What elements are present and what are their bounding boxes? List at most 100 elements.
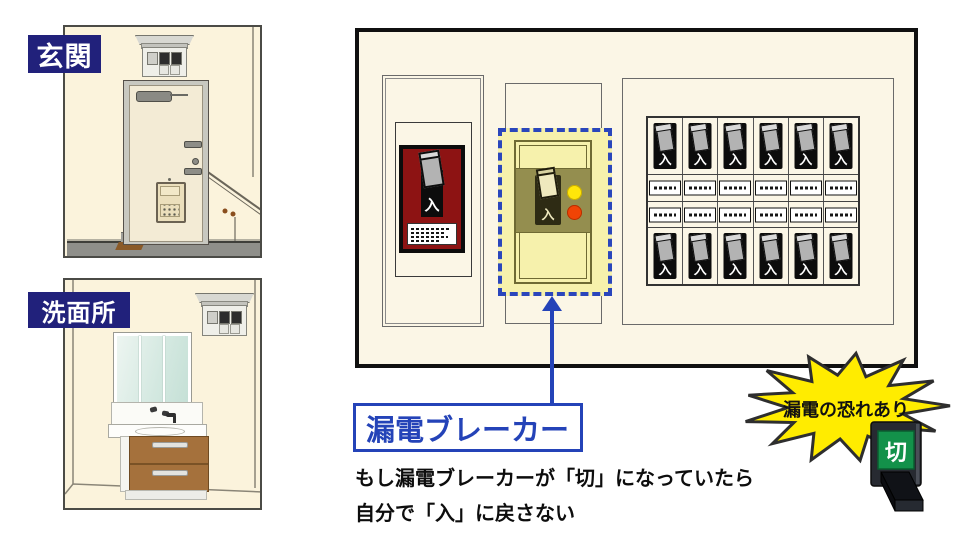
breaker-square — [219, 311, 230, 324]
label-row-top — [648, 174, 858, 203]
off-switch-label: 切 — [885, 440, 907, 465]
illegible-text — [654, 213, 677, 217]
circuit-name-plate — [684, 207, 717, 223]
breaker-on-label: 入 — [799, 152, 813, 167]
breaker-lever — [690, 123, 710, 153]
peephole — [168, 178, 171, 181]
breaker-square — [230, 324, 240, 334]
illegible-text — [794, 213, 817, 217]
illegible-text — [724, 186, 747, 190]
circuit-breaker: 入 — [648, 228, 684, 284]
circuit-breaker: 入 — [754, 118, 789, 174]
vanity-cabinet — [129, 436, 209, 492]
sink-basin — [135, 427, 185, 436]
illegible-text — [794, 186, 817, 190]
mail-slot-flap — [160, 186, 180, 196]
breaker-lever — [796, 123, 816, 153]
breaker-body: 入 — [759, 123, 783, 169]
circuit-name-plate — [824, 207, 857, 223]
warning-burst — [745, 350, 951, 464]
off-switch-lever — [880, 471, 924, 512]
breaker-body: 入 — [723, 233, 747, 280]
breaker-lever — [796, 234, 816, 263]
circuit-breaker: 入 — [648, 118, 684, 174]
callout-arrow-line — [550, 309, 554, 403]
main-breaker-on-label: 入 — [424, 197, 440, 214]
circuit-label-cell — [824, 202, 858, 227]
breaker-lever — [831, 123, 851, 153]
warning-burst-text: 漏電の恐れあり — [783, 400, 909, 420]
off-switch-edge-highlight — [916, 424, 920, 484]
mirror-divider — [163, 336, 165, 405]
circuit-label-cell — [789, 174, 824, 202]
breaker-body: 入 — [688, 233, 712, 280]
door-closer — [136, 91, 172, 102]
off-switch-green-face — [877, 430, 915, 470]
wall-breaker-box — [202, 305, 247, 336]
entrance-label: 玄関 — [28, 35, 101, 73]
wall-breaker-box — [142, 47, 187, 77]
breaker-on-label: 入 — [728, 262, 742, 278]
leakage-breaker-callout: 漏電ブレーカー — [353, 403, 583, 452]
circuit-label-cell — [718, 202, 754, 228]
illegible-text — [411, 231, 445, 234]
circuit-label-cell — [683, 174, 719, 202]
circuit-breaker-grid: 入 入 入 入 入 入 — [646, 116, 860, 286]
off-switch: 切 — [870, 421, 924, 512]
breaker-square — [170, 65, 180, 75]
breaker-body: 入 — [829, 123, 853, 169]
breaker-row-bottom: 入 入 入 入 入 入 — [648, 228, 858, 284]
illegible-text — [689, 213, 712, 217]
indicator-lamp-yellow — [567, 185, 582, 200]
illegible-text — [829, 213, 852, 217]
illegible-text — [759, 186, 782, 190]
breaker-on-label: 入 — [834, 262, 848, 278]
breaker-square — [171, 52, 182, 65]
distribution-board: 入 入 — [355, 28, 918, 368]
faucet-spout — [166, 413, 176, 423]
breaker-square — [207, 311, 218, 324]
cabinet-drawer — [130, 437, 208, 465]
main-breaker-frame: 入 — [395, 122, 472, 277]
washroom-label: 洗面所 — [28, 292, 130, 328]
breaker-lever — [655, 234, 675, 263]
breaker-on-label: 入 — [728, 152, 742, 167]
indicator-lamp-orange — [567, 205, 582, 220]
illegible-text — [411, 239, 441, 242]
breaker-square — [231, 311, 242, 324]
breaker-body: 入 — [653, 123, 677, 169]
illegible-text — [759, 213, 782, 217]
circuit-breaker: 入 — [683, 228, 719, 284]
breaker-on-label: 入 — [693, 152, 707, 167]
main-breaker: 入 — [399, 145, 465, 253]
breaker-body: 入 — [794, 233, 818, 280]
breaker-square — [147, 52, 158, 65]
breaker-body: 入 — [723, 123, 747, 169]
circuit-breaker: 入 — [718, 118, 754, 174]
circuit-name-plate — [789, 180, 822, 196]
circuit-label-cell — [754, 174, 789, 202]
breaker-on-label: 入 — [693, 262, 707, 278]
illegible-text — [654, 186, 677, 190]
circuit-name-plate — [824, 180, 857, 196]
circuit-label-cell — [824, 175, 858, 202]
breaker-lever — [725, 234, 745, 263]
circuit-label-cell — [648, 174, 684, 202]
door-closer-arm — [170, 94, 188, 96]
breaker-body: 入 — [829, 233, 853, 280]
circuit-breaker: 入 — [683, 118, 719, 174]
illegible-text — [411, 235, 448, 238]
door-lock-knob — [192, 158, 199, 165]
drawer-handle — [152, 470, 188, 476]
breaker-row-top: 入 入 入 入 入 入 — [648, 118, 858, 175]
caption-line-1: もし漏電ブレーカーが「切」になっていたら — [355, 468, 754, 490]
label-row-bottom — [648, 202, 858, 229]
breaker-on-label: 入 — [658, 152, 672, 167]
illegible-text — [689, 186, 712, 190]
circuit-breaker: 入 — [789, 118, 824, 174]
main-breaker-name-plate — [407, 223, 457, 245]
circuit-label-cell — [789, 202, 824, 228]
circuit-breaker: 入 — [789, 228, 824, 284]
mail-slot-grill — [160, 204, 180, 217]
